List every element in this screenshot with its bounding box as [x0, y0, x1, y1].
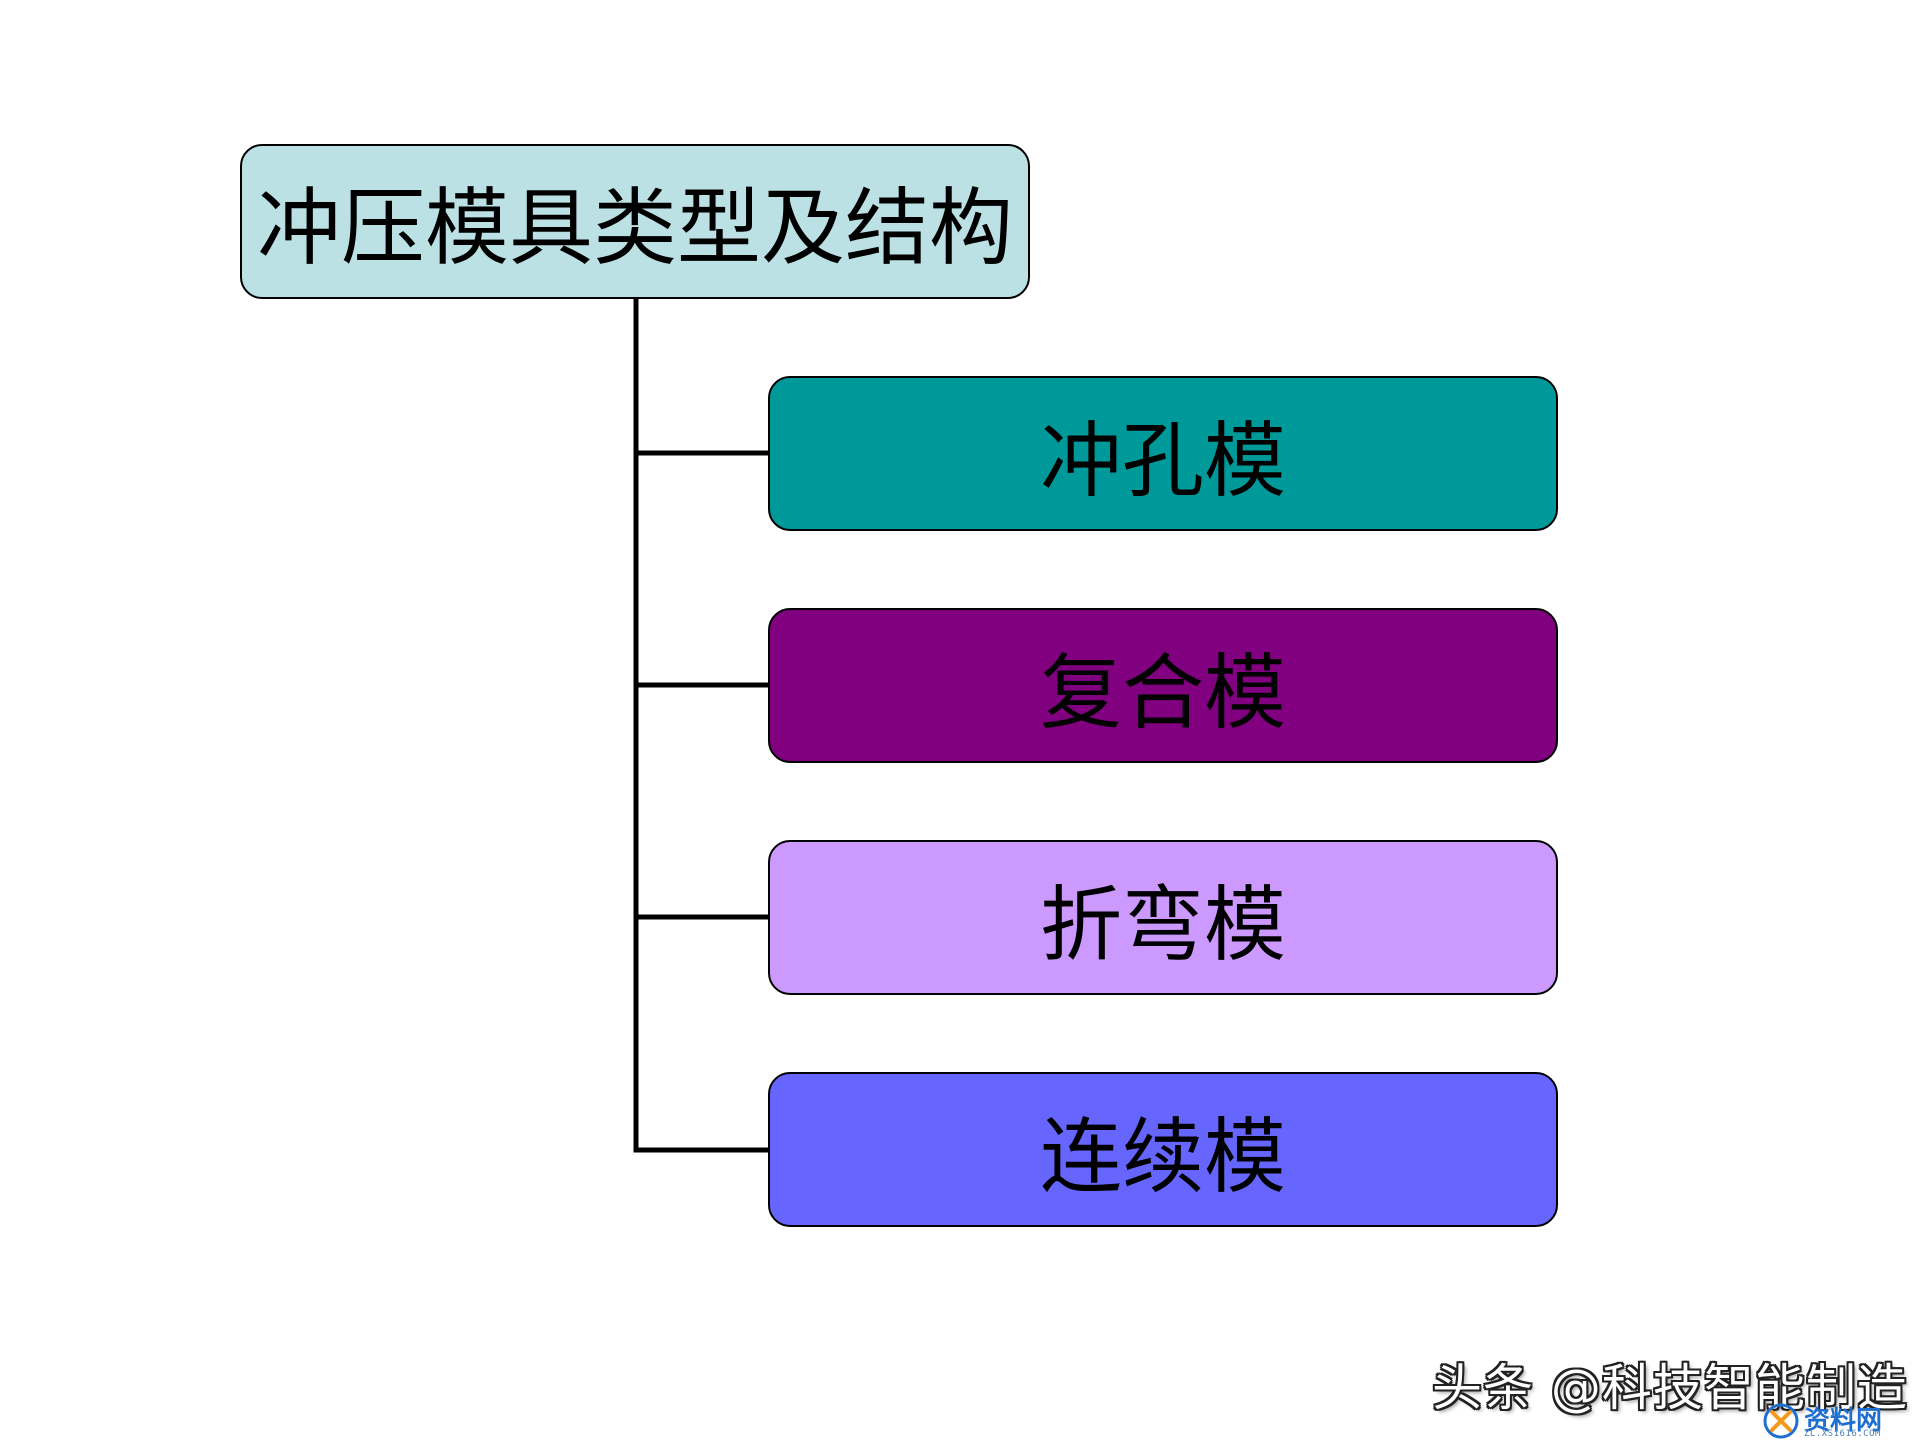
xs-logo-icon	[1763, 1403, 1799, 1439]
child-node-bending-die: 折弯模	[768, 840, 1558, 995]
child-node-label: 折弯模	[1039, 878, 1286, 973]
child-node-compound-die: 复合模	[768, 608, 1558, 763]
site-name: 资料网	[1804, 1406, 1883, 1436]
child-node-label: 连续模	[1039, 1110, 1286, 1205]
site-logo: 资料网 ZL.XS1616.COM	[1762, 1402, 1918, 1440]
root-node: 冲压模具类型及结构	[240, 144, 1030, 299]
child-node-label: 复合模	[1039, 646, 1286, 741]
root-node-label: 冲压模具类型及结构	[256, 179, 1013, 277]
watermark-text: 头条 @科技智能制造	[1432, 1359, 1908, 1417]
site-url: ZL.XS1616.COM	[1804, 1429, 1881, 1439]
child-node-label: 冲孔模	[1039, 414, 1286, 509]
child-node-punching-die: 冲孔模	[768, 376, 1558, 531]
child-node-progressive-die: 连续模	[768, 1072, 1558, 1227]
